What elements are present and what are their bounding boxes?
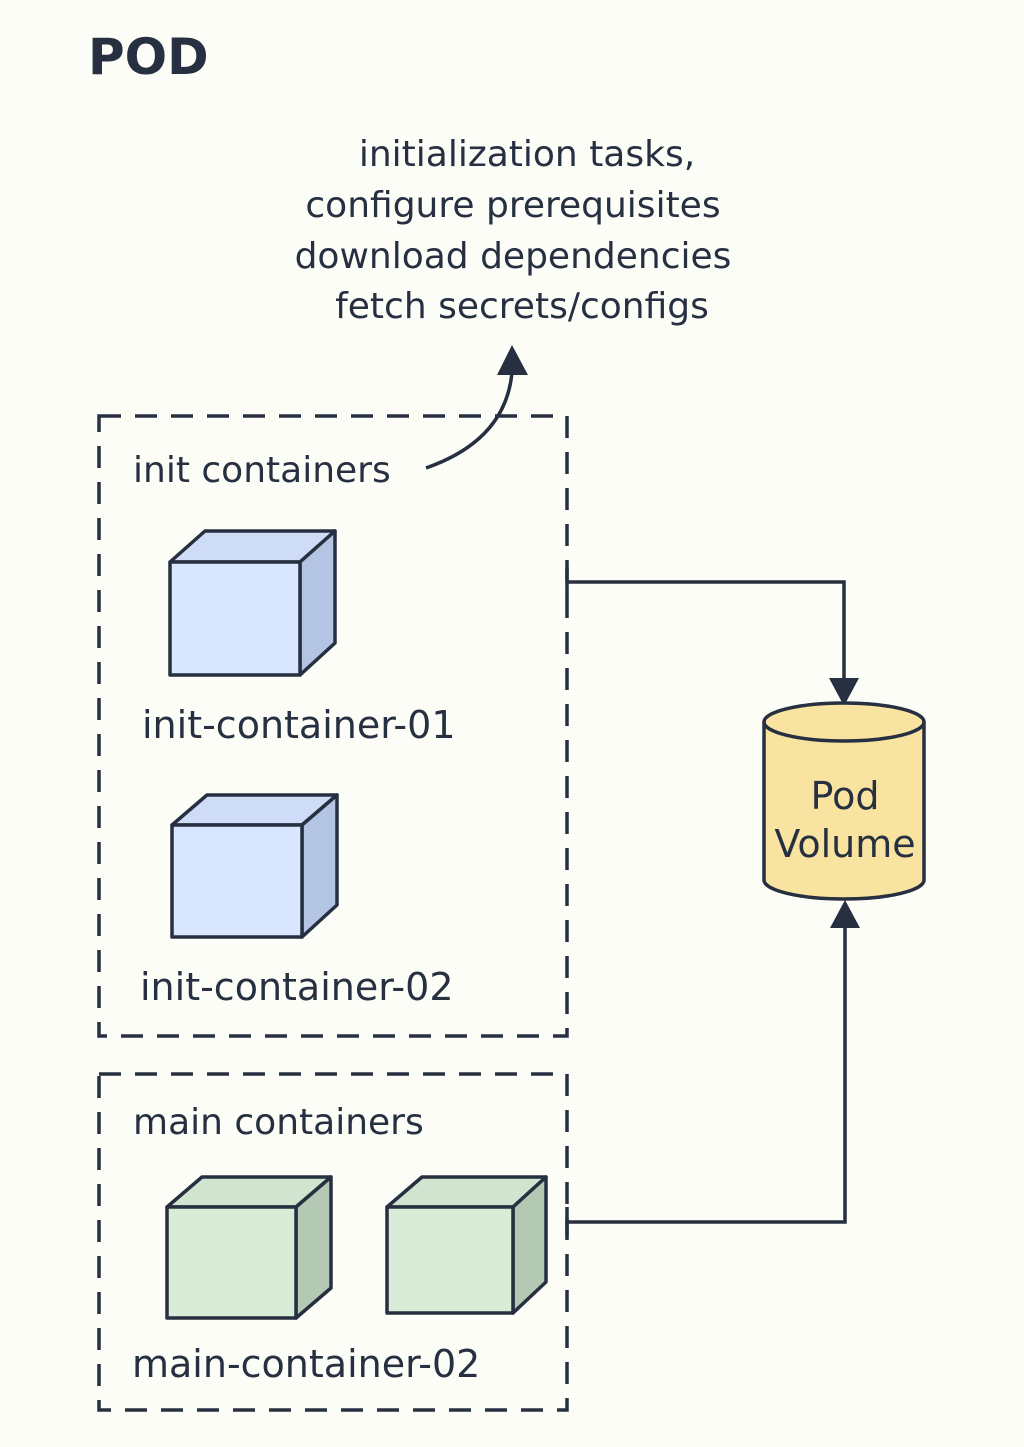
main-group-border [97,1072,569,1412]
note-line-4: fetch secrets/configs [335,286,709,327]
note-arrow [425,345,528,470]
pod-title: POD [88,28,209,86]
connector-arrowhead [830,900,860,928]
cube-front [170,823,304,939]
note-arrow-curve [425,371,514,470]
note-arrowhead [497,345,528,375]
note-line-1: initialization tasks, [359,134,695,175]
main-container-cube-1 [165,1175,333,1320]
main-containers-group: main containers main-container-02 [97,1072,569,1412]
cube-front [168,560,302,677]
volume-top [762,701,926,743]
init-group-border [97,414,569,1038]
connector-line [567,926,847,1224]
note-line-2: configure prerequisites [305,185,720,226]
init-group-label: init containers [133,450,391,491]
init-containers-group: init containers init-container-01 init-c… [97,414,569,1038]
connector-line [567,580,846,680]
volume-label-line-2: Volume [774,822,915,866]
init-container-01-cube [168,529,337,677]
note-line-3: download dependencies [295,236,732,277]
init-tasks-note: initialization tasks, configure prerequi… [295,134,732,327]
connector-arrowhead [829,678,859,706]
init-container-02-label: init-container-02 [140,965,454,1009]
main-group-label: main containers [133,1102,424,1143]
init-to-volume-connector [565,567,859,706]
cube-front [165,1205,298,1320]
pod-volume: Pod Volume [762,701,926,901]
volume-body [762,722,926,901]
main-container-cube-2 [385,1175,548,1315]
init-container-02-cube [170,793,339,939]
volume-label-line-1: Pod [811,774,880,818]
main-to-volume-connector [565,900,860,1237]
main-container-label: main-container-02 [132,1342,480,1386]
cube-front [385,1205,515,1315]
init-container-01-label: init-container-01 [142,703,456,747]
